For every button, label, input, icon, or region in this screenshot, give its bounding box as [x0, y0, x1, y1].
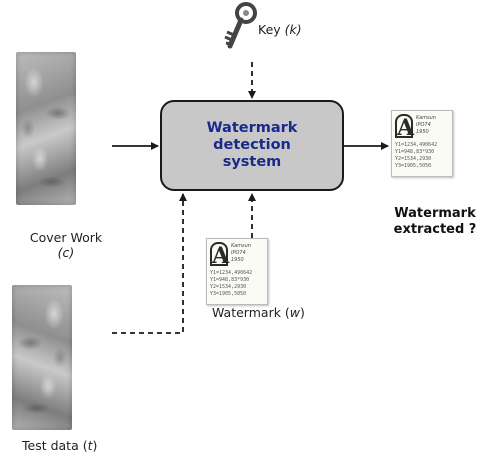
- stamp-data-2: Y1=948,83*930: [210, 277, 250, 283]
- test-data-arrow: [112, 193, 187, 334]
- test-data-close: ): [92, 438, 98, 453]
- watermark-input-image: A Kamsun IPO74 1950 Y1=1234,490642 Y1=94…: [206, 238, 268, 305]
- stamp-data-4: Y3=1905,5050: [395, 163, 432, 169]
- watermark-detection-system-box: Watermark detection system: [160, 100, 344, 191]
- stamp-line-2: IPO74: [416, 122, 431, 128]
- test-data-variable: t: [87, 438, 93, 453]
- test-data-text: Test data (: [22, 438, 88, 453]
- test-data-image: [12, 285, 72, 430]
- key-variable: (k): [284, 22, 302, 37]
- stamp-line-1: Kamsun: [416, 115, 436, 121]
- output-line-2: extracted ?: [393, 222, 477, 237]
- watermark-output-image: A Kamsun IPO74 1950 Y1=1234,490642 Y1=94…: [391, 110, 453, 177]
- key-icon: [224, 2, 257, 49]
- stamp-data-4: Y3=1905,5050: [210, 291, 247, 297]
- stamp-line-3: 1950: [231, 257, 244, 263]
- cover-work-text: Cover Work: [29, 230, 103, 245]
- system-line-3: system: [222, 154, 282, 170]
- system-line-1: Watermark: [206, 120, 298, 136]
- stamp-data-3: Y2=1534,2930: [210, 284, 247, 290]
- stamp-data-1: Y1=1234,490642: [210, 270, 253, 276]
- stamp-letter: A: [210, 242, 230, 269]
- watermark-text: Watermark (: [212, 305, 290, 320]
- system-line-2: detection: [213, 137, 291, 153]
- output-line-1: Watermark: [394, 206, 476, 221]
- key-label: Key (k): [258, 22, 302, 37]
- stamp-line-2: IPO74: [231, 250, 246, 256]
- watermark-close: ): [300, 305, 305, 320]
- test-data-label: Test data (t): [22, 438, 97, 453]
- stamp-data-2: Y1=948,83*930: [395, 149, 435, 155]
- stamp-data-3: Y2=1534,2930: [395, 156, 432, 162]
- stamp-line-3: 1950: [416, 129, 429, 135]
- cover-work-variable: (c): [57, 245, 75, 260]
- watermark-label: Watermark (w): [212, 305, 305, 320]
- watermark-variable: w: [289, 305, 301, 320]
- stamp-data-1: Y1=1234,490642: [395, 142, 438, 148]
- stamp-line-1: Kamsun: [231, 243, 251, 249]
- watermark-extracted-label: Watermark extracted ?: [380, 206, 490, 238]
- cover-work-image: [16, 52, 76, 205]
- stamp-letter: A: [395, 114, 415, 141]
- cover-work-label: Cover Work (c): [18, 230, 114, 260]
- key-text: Key: [258, 22, 285, 37]
